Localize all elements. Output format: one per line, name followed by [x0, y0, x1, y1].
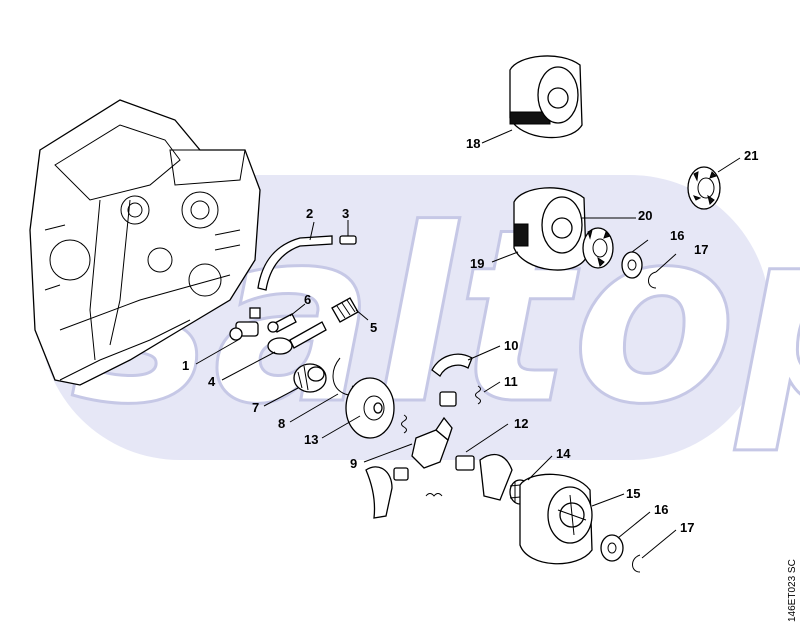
callout-21: 21	[744, 148, 758, 163]
washer-middle	[621, 251, 643, 279]
callout-9: 9	[350, 456, 357, 471]
callout-17-lower: 17	[680, 520, 694, 535]
engine-housing	[29, 99, 261, 386]
clutch-drum-middle	[513, 187, 587, 271]
callout-14: 14	[556, 446, 571, 461]
callout-7: 7	[252, 400, 259, 415]
e-clip-middle	[648, 271, 657, 289]
callout-16-middle: 16	[670, 228, 684, 243]
callout-19: 19	[470, 256, 484, 271]
clutch-shoe-upper	[431, 353, 473, 377]
clutch-drum-top	[509, 55, 583, 139]
callout-labels: 18 19 20 16 17 21 2 3 6 5 1 4 7 8 13 9 1…	[182, 136, 758, 535]
callout-4: 4	[208, 374, 216, 389]
screw	[267, 313, 297, 333]
callout-16-lower: 16	[654, 502, 668, 517]
callout-18: 18	[466, 136, 480, 151]
pump-piston	[267, 321, 327, 355]
e-clip-lower	[632, 554, 641, 573]
callout-11: 11	[504, 374, 518, 389]
hose-connector	[339, 235, 357, 245]
callout-12: 12	[514, 416, 528, 431]
needle-cage	[293, 363, 327, 393]
drawing-code: 146ET023 SC	[787, 559, 798, 622]
shoe-carrier	[439, 391, 457, 407]
clutch-spring	[475, 385, 481, 405]
clutch-drum-lower	[519, 473, 593, 565]
callout-13: 13	[304, 432, 318, 447]
callout-3: 3	[342, 206, 349, 221]
callout-20: 20	[638, 208, 652, 223]
oil-pump	[229, 307, 261, 341]
oil-hose	[257, 235, 333, 291]
callout-15: 15	[626, 486, 640, 501]
washer-disc	[345, 377, 395, 439]
callout-5: 5	[370, 320, 377, 335]
clutch-hub	[411, 416, 513, 501]
callout-10: 10	[504, 338, 518, 353]
leader-lines	[195, 129, 741, 559]
rim-sprocket	[687, 166, 721, 210]
callout-2: 2	[306, 206, 313, 221]
tension-spring	[401, 414, 407, 434]
washer-lower	[600, 534, 624, 562]
spur-sprocket	[582, 227, 614, 269]
callout-8: 8	[278, 416, 285, 431]
callout-17-middle: 17	[694, 242, 708, 257]
clutch-shoe-lower	[365, 466, 409, 519]
callout-1: 1	[182, 358, 189, 373]
callout-6: 6	[304, 292, 311, 307]
small-spring	[425, 493, 443, 497]
